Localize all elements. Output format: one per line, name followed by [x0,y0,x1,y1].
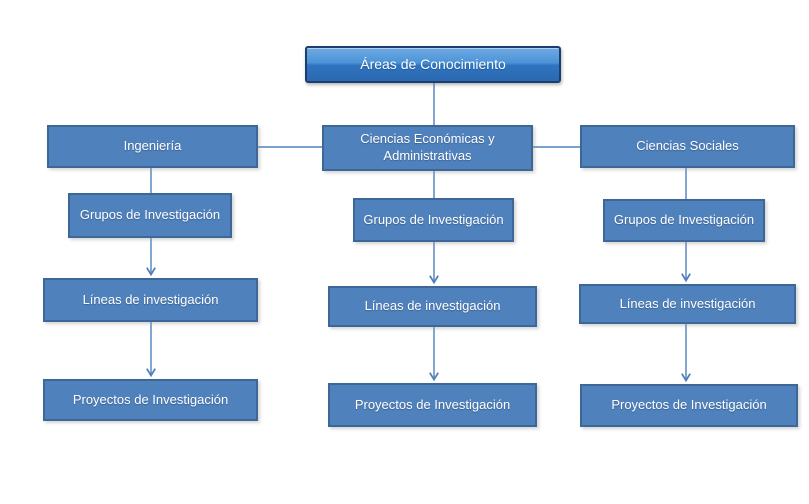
node-grupos-de-investigacion: Grupos de Investigación [68,193,232,238]
node-proyectos-de-investigacion: Proyectos de Investigación [328,383,537,427]
node-grupos-de-investigacion: Grupos de Investigación [353,198,514,242]
node-lineas-de-investigacion: Líneas de investigación [579,284,796,324]
node-ciencias-economicas-administrativas: Ciencias Económicas y Administrativas [322,125,533,171]
node-proyectos-de-investigacion: Proyectos de Investigación [43,379,258,421]
node-lineas-de-investigacion: Líneas de investigación [328,286,537,327]
node-areas-de-conocimiento: Áreas de Conocimiento [305,46,561,83]
node-ingenieria: Ingeniería [47,125,258,168]
node-lineas-de-investigacion: Líneas de investigación [43,278,258,322]
node-proyectos-de-investigacion: Proyectos de Investigación [580,384,798,427]
connector-group [146,83,691,383]
node-ciencias-sociales: Ciencias Sociales [580,125,795,168]
node-grupos-de-investigacion: Grupos de Investigación [603,199,765,242]
